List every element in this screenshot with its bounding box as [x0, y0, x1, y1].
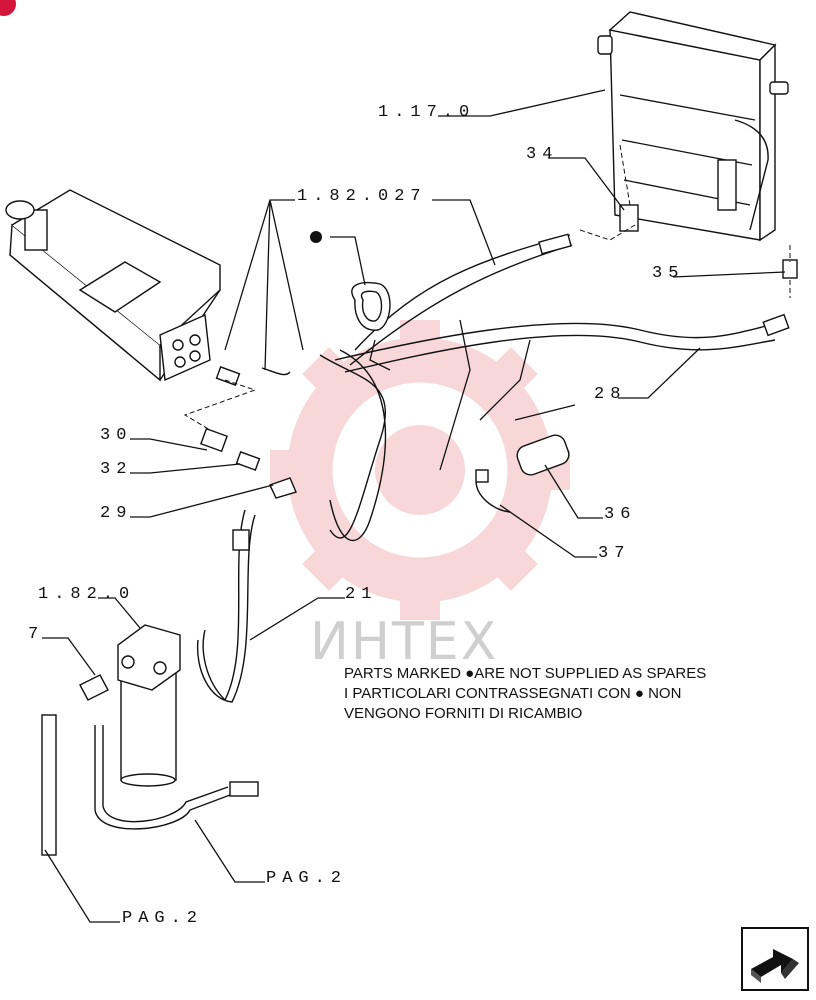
callout-37[interactable]: 37	[598, 544, 630, 563]
spares-note: PARTS MARKED ●ARE NOT SUPPLIED AS SPARES…	[344, 664, 706, 724]
brand-badge-icon	[0, 0, 16, 16]
callout-labels: 1.17.0 34 1.82.027 35 28 30 32 29 36 37 …	[28, 103, 684, 928]
callout-35[interactable]: 35	[652, 264, 684, 283]
leader-lines	[42, 89, 786, 923]
bullet-marker-icon	[310, 231, 322, 243]
callout-pag-b[interactable]: PAG.2	[122, 909, 203, 928]
hydraulic-tank	[5, 189, 222, 382]
assembly-lines	[183, 144, 791, 431]
note-line-2: I PARTICOLARI CONTRASSEGNATI CON ● NON	[344, 685, 682, 702]
callout-28[interactable]: 28	[594, 385, 626, 404]
callout-36[interactable]: 36	[604, 505, 636, 524]
next-page-button[interactable]	[741, 927, 809, 991]
next-page-arrow-icon	[751, 949, 799, 983]
callout-34[interactable]: 34	[526, 145, 558, 164]
callout-radiator[interactable]: 1.17.0	[378, 103, 475, 122]
callout-32[interactable]: 32	[100, 460, 132, 479]
hoses	[41, 233, 790, 856]
note-line-1: PARTS MARKED ●ARE NOT SUPPLIED AS SPARES	[344, 665, 707, 682]
note-line-3: VENGONO FORNITI DI RICAMBIO	[344, 705, 583, 722]
fittings	[79, 204, 798, 701]
callout-30[interactable]: 30	[100, 426, 132, 445]
watermark-text: ИНТЕХ	[310, 612, 499, 672]
radiator-assembly	[597, 11, 789, 242]
callout-filter[interactable]: 1.82.0	[38, 585, 135, 604]
callout-29[interactable]: 29	[100, 504, 132, 523]
callout-pag-a[interactable]: PAG.2	[266, 869, 347, 888]
callout-hose-set[interactable]: 1.82.027	[297, 187, 427, 206]
callout-7[interactable]: 7	[28, 625, 44, 644]
callout-21[interactable]: 21	[345, 585, 377, 604]
section-break-lines	[369, 319, 576, 471]
filter-assembly	[117, 624, 181, 787]
